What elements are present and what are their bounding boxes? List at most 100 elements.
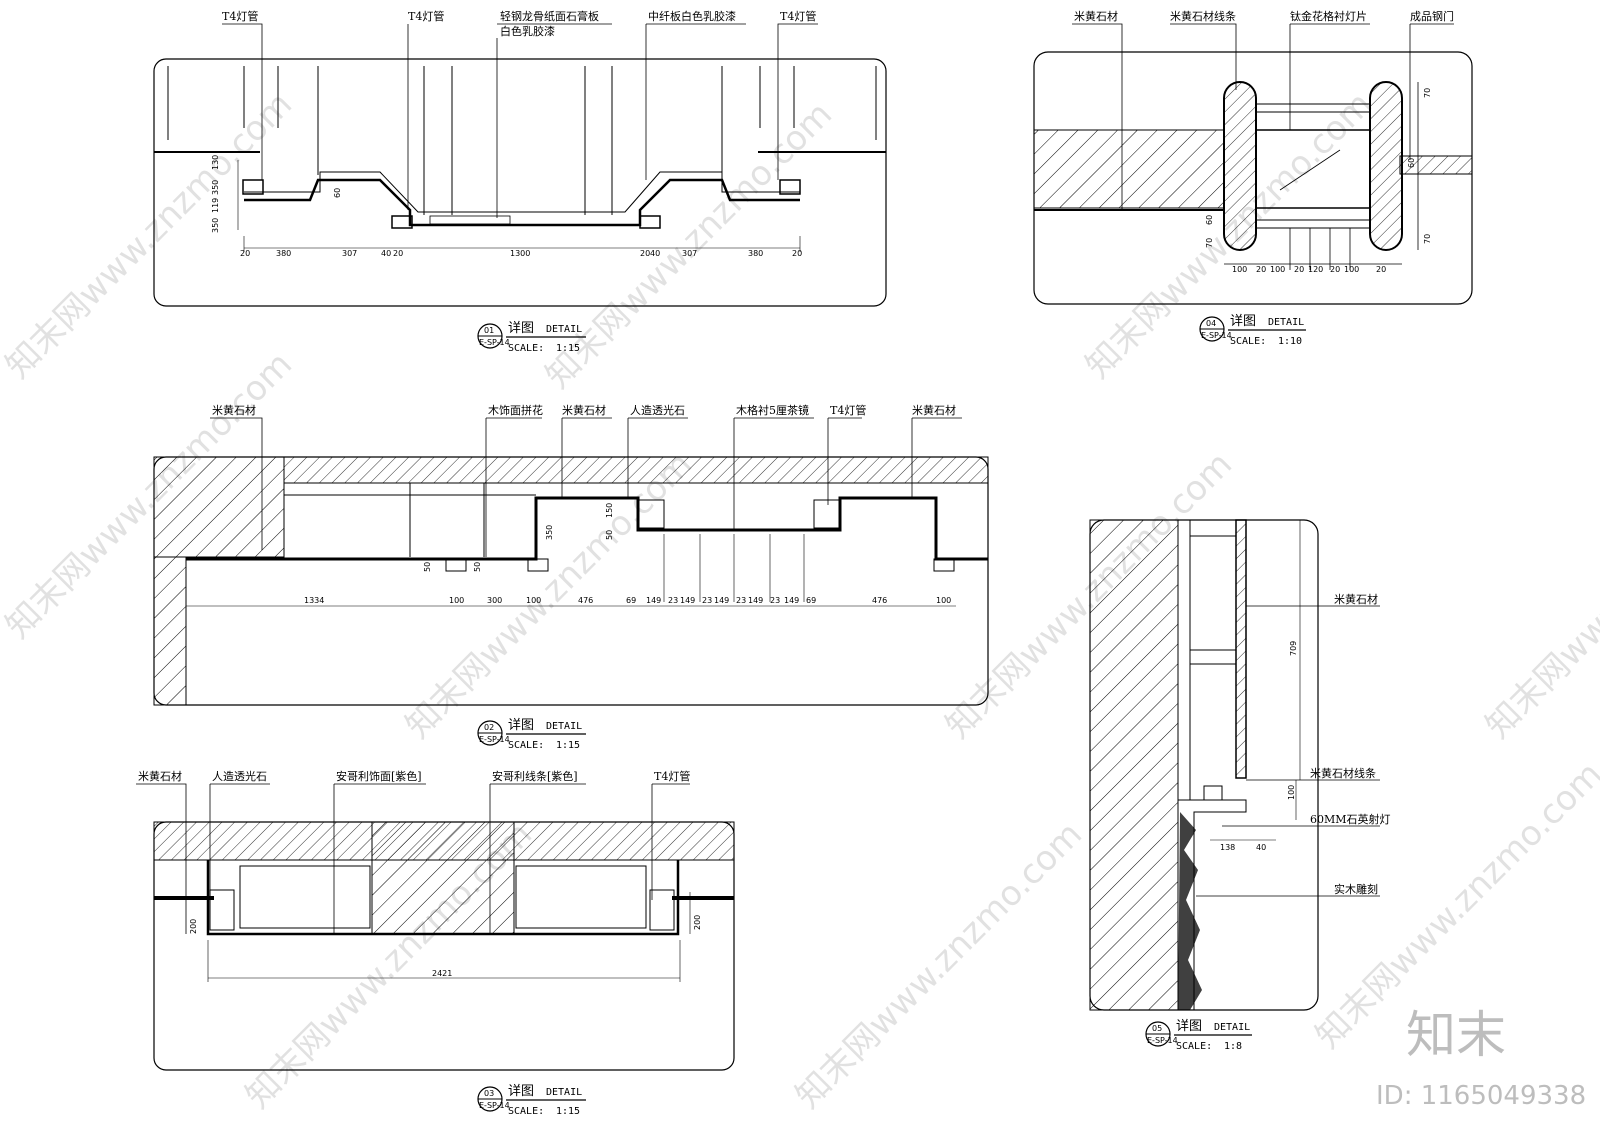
label: 米黄石材: [212, 403, 256, 417]
caption-num: 05: [1152, 1024, 1162, 1033]
dim: 300: [487, 596, 502, 605]
watermark-text: 知末网www.znzmo.com: [1478, 444, 1600, 746]
label: 人造透光石: [212, 769, 267, 783]
dim: 200: [189, 919, 198, 934]
caption-ratio: 1:8: [1224, 1041, 1242, 1052]
dim: 23: [736, 596, 746, 605]
dim: 20: [1256, 265, 1266, 274]
dim: 119: [211, 198, 220, 213]
label: 成品钢门: [1410, 9, 1454, 23]
dim: 350: [211, 218, 220, 233]
dim: 23: [702, 596, 712, 605]
caption-title-en: DETAIL: [1214, 1022, 1250, 1033]
caption-title-en: DETAIL: [546, 721, 582, 732]
caption-title-en: DETAIL: [546, 324, 582, 335]
dim: 20: [1294, 265, 1304, 274]
caption-scale: SCALE:: [508, 1106, 544, 1117]
detail-01: T4灯管 T4灯管 轻钢龙骨纸面石膏板 白色乳胶漆 中纤板白色乳胶漆 T4灯管 …: [153, 9, 887, 354]
dim: 70: [1423, 88, 1432, 98]
caption-ratio: 1:15: [556, 740, 580, 751]
caption-scale: SCALE:: [1176, 1041, 1212, 1052]
dim: 70: [1423, 234, 1432, 244]
label: 轻钢龙骨纸面石膏板: [500, 9, 599, 23]
label: 60MM石英射灯: [1310, 812, 1391, 826]
dim: 60: [1407, 158, 1416, 168]
caption-num: 03: [484, 1089, 494, 1098]
caption-scale: SCALE:: [508, 740, 544, 751]
caption-scale: SCALE:: [508, 343, 544, 354]
dim: 476: [578, 596, 593, 605]
dim: 100: [936, 596, 951, 605]
caption-title-en: DETAIL: [1268, 317, 1304, 328]
dim: 120: [1308, 265, 1323, 274]
dim: 100: [1287, 785, 1296, 800]
detail-02: 米黄石材 木饰面拼花 米黄石材 人造透光石 木格衬5厘茶镜 T4灯管 米黄石材 …: [153, 403, 989, 751]
caption-ratio: 1:15: [556, 343, 580, 354]
label: 木格衬5厘茶镜: [736, 403, 809, 417]
caption-title: 详图: [508, 1084, 534, 1099]
brand-logo: 知末: [1406, 1006, 1506, 1064]
dim: 100: [449, 596, 464, 605]
caption-title-en: DETAIL: [546, 1087, 582, 1098]
dim: 20: [792, 249, 802, 258]
dim: 307: [342, 249, 357, 258]
label: 木饰面拼花: [488, 403, 543, 417]
dim: 40: [650, 249, 660, 258]
dim: 23: [770, 596, 780, 605]
caption-ref: E-SP-14: [1201, 331, 1232, 340]
watermark-text: 知末网www.znzmo.com: [0, 84, 300, 386]
detail-frame: [153, 58, 887, 307]
dim: 50: [605, 530, 614, 540]
label: 米黄石材: [138, 769, 182, 783]
dim: 100: [1344, 265, 1359, 274]
dim: 149: [748, 596, 763, 605]
dim: 50: [423, 562, 432, 572]
dim: 69: [626, 596, 636, 605]
caption-ref: E-SP-14: [479, 1101, 510, 1110]
caption-title: 详图: [508, 321, 534, 336]
label: T4灯管: [654, 769, 690, 783]
watermark-text: 知末网www.znzmo.com: [538, 94, 840, 396]
label: 米黄石材: [562, 403, 606, 417]
caption-num: 02: [484, 723, 494, 732]
dim: 20: [640, 249, 650, 258]
dim: 20: [1376, 265, 1386, 274]
detail-caption: 04 E-SP-14 详图 DETAIL SCALE: 1:10: [1199, 314, 1306, 347]
dim: 350: [211, 180, 220, 195]
dim: 380: [748, 249, 763, 258]
detail-caption: 03 E-SP-14 详图 DETAIL SCALE: 1:15: [477, 1084, 586, 1117]
label: 米黄石材线条: [1310, 766, 1376, 780]
label: 米黄石材: [1074, 9, 1118, 23]
dim: 149: [784, 596, 799, 605]
caption-ratio: 1:10: [1278, 336, 1302, 347]
dim: 40: [381, 249, 391, 258]
label: 钛金花格衬灯片: [1290, 9, 1367, 23]
dim: 149: [680, 596, 695, 605]
detail-caption: 02 E-SP-14 详图 DETAIL SCALE: 1:15: [477, 718, 586, 751]
label: 安哥利饰面[紫色]: [336, 769, 422, 783]
caption-ratio: 1:15: [556, 1106, 580, 1117]
watermark-text: 知末网www.znzmo.com: [788, 814, 1090, 1116]
dim: 23: [668, 596, 678, 605]
label: T4灯管: [830, 403, 866, 417]
label: 米黄石材: [912, 403, 956, 417]
label: 人造透光石: [630, 403, 685, 417]
dim: 100: [526, 596, 541, 605]
dim: 380: [276, 249, 291, 258]
dim: 149: [714, 596, 729, 605]
dim: 70: [1205, 238, 1214, 248]
dim: 307: [682, 249, 697, 258]
label: 米黄石材: [1334, 592, 1378, 606]
dim: 130: [211, 155, 220, 170]
dim: 50: [473, 562, 482, 572]
dim: 40: [1256, 843, 1266, 852]
caption-ref: E-SP-14: [479, 338, 510, 347]
label: 实木雕刻: [1334, 882, 1378, 896]
dim: 350: [545, 525, 554, 540]
label: T4灯管: [222, 9, 258, 23]
dim: 20: [1330, 265, 1340, 274]
detail-caption: 01 E-SP-14 详图 DETAIL SCALE: 1:15: [477, 321, 586, 354]
detail-03: 米黄石材 人造透光石 安哥利饰面[紫色] 安哥利线条[紫色] T4灯管 2421…: [136, 769, 735, 1117]
label: T4灯管: [780, 9, 816, 23]
